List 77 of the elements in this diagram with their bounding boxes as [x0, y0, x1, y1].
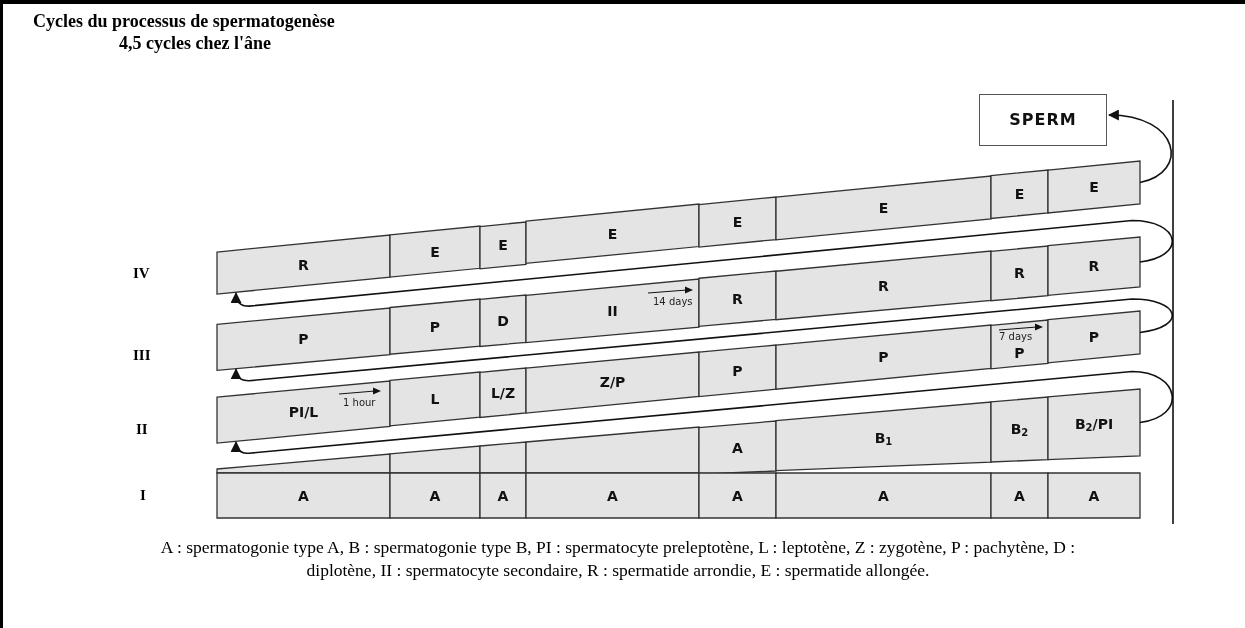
stage-label: E: [607, 227, 618, 242]
band-cell: [699, 196, 776, 247]
band-cell: [1048, 311, 1140, 363]
band-cell: [390, 446, 480, 473]
stage-label: R: [732, 292, 743, 307]
band-cell: [699, 271, 776, 327]
label-box: [979, 94, 1107, 146]
stage-label: E: [732, 214, 743, 229]
band-cell: [991, 396, 1048, 462]
band-cell: [776, 473, 991, 518]
band-cell: [1048, 389, 1140, 460]
band-cell: [991, 245, 1048, 301]
stage-label: P: [298, 332, 309, 346]
band-cell: [390, 473, 480, 518]
duration-label: 7 days: [999, 332, 1033, 342]
stage-label: R: [298, 257, 309, 272]
band-cell: [1048, 161, 1140, 213]
stage-label: PI/L: [288, 404, 319, 419]
subtitle: 4,5 cycles chez l'âne: [119, 34, 271, 52]
stage-label: A: [607, 488, 618, 503]
band-cell: [526, 473, 699, 518]
stage-label: R: [878, 278, 889, 293]
band-cell: [991, 170, 1048, 219]
stage-label: E: [498, 237, 508, 252]
band-cell: [699, 344, 776, 397]
band-cell: [1048, 237, 1140, 296]
stage-label: E: [1014, 187, 1025, 202]
stage-label: P: [878, 349, 889, 364]
stage-label: A: [298, 488, 309, 503]
band-cell: [480, 442, 526, 473]
band-cell: [390, 299, 480, 355]
stage-label: E: [430, 244, 440, 259]
row-label: I: [140, 488, 146, 503]
curved-arrow: [231, 298, 1173, 382]
row-label: II: [136, 422, 148, 437]
band-cell: [390, 372, 480, 427]
caption: A : spermatogonie type A, B : spermatogonie type B, PI : spermatocyte preleptotène, L : leptotène, Z : zygotène, P : pachytène, D : diplotène, II : spermatocyte secondaire, R : spermatide arrondie, E : spermatide allongée.: [159, 536, 1077, 582]
stage-label: B$_{2}$: [1010, 422, 1029, 439]
band-cell: [699, 420, 776, 473]
band-cell: [991, 473, 1048, 518]
band-cell: [480, 473, 526, 518]
band-cell: [526, 427, 699, 473]
band-cell: [699, 473, 776, 518]
stage-label: R: [1088, 259, 1100, 274]
stage-label: B$_{2}$/PI: [1074, 417, 1114, 434]
stage-label: E: [1089, 180, 1099, 194]
stage-label: A: [497, 488, 509, 503]
stage-label: R: [1014, 266, 1025, 281]
stage-label: E: [878, 200, 889, 215]
row-label: IV: [133, 266, 150, 281]
stage-label: P: [732, 363, 743, 378]
curved-arrow: [1107, 110, 1172, 184]
stage-label: A: [732, 488, 743, 503]
curved-arrow: [231, 370, 1173, 455]
stage-label: A: [878, 488, 889, 503]
stage-label: A: [732, 441, 743, 455]
band-cell: [991, 319, 1048, 369]
duration-label: 14 days: [653, 297, 693, 307]
stage-label: B$_{1}$: [874, 430, 893, 447]
stage-label: A: [1088, 488, 1100, 503]
stage-label: L/Z: [490, 385, 516, 400]
curved-arrow: [230, 219, 1173, 307]
stage-label: A: [1014, 488, 1025, 503]
band-cell: [1048, 473, 1140, 518]
stage-label: A: [429, 488, 441, 503]
stage-label: II: [607, 303, 618, 318]
stage-label: P: [429, 319, 441, 334]
stage-label: L: [430, 392, 440, 407]
stage-label: P: [1088, 329, 1100, 344]
box-label: SPERM: [1009, 112, 1077, 128]
stage-label: D: [497, 313, 509, 328]
duration-label: 1 hour: [343, 398, 376, 408]
stage-label: Z/P: [599, 375, 626, 390]
row-label: III: [133, 348, 151, 363]
stage-label: P: [1014, 345, 1025, 360]
band-cell: [390, 226, 480, 278]
title: Cycles du processus de spermatogenèse: [33, 12, 335, 30]
